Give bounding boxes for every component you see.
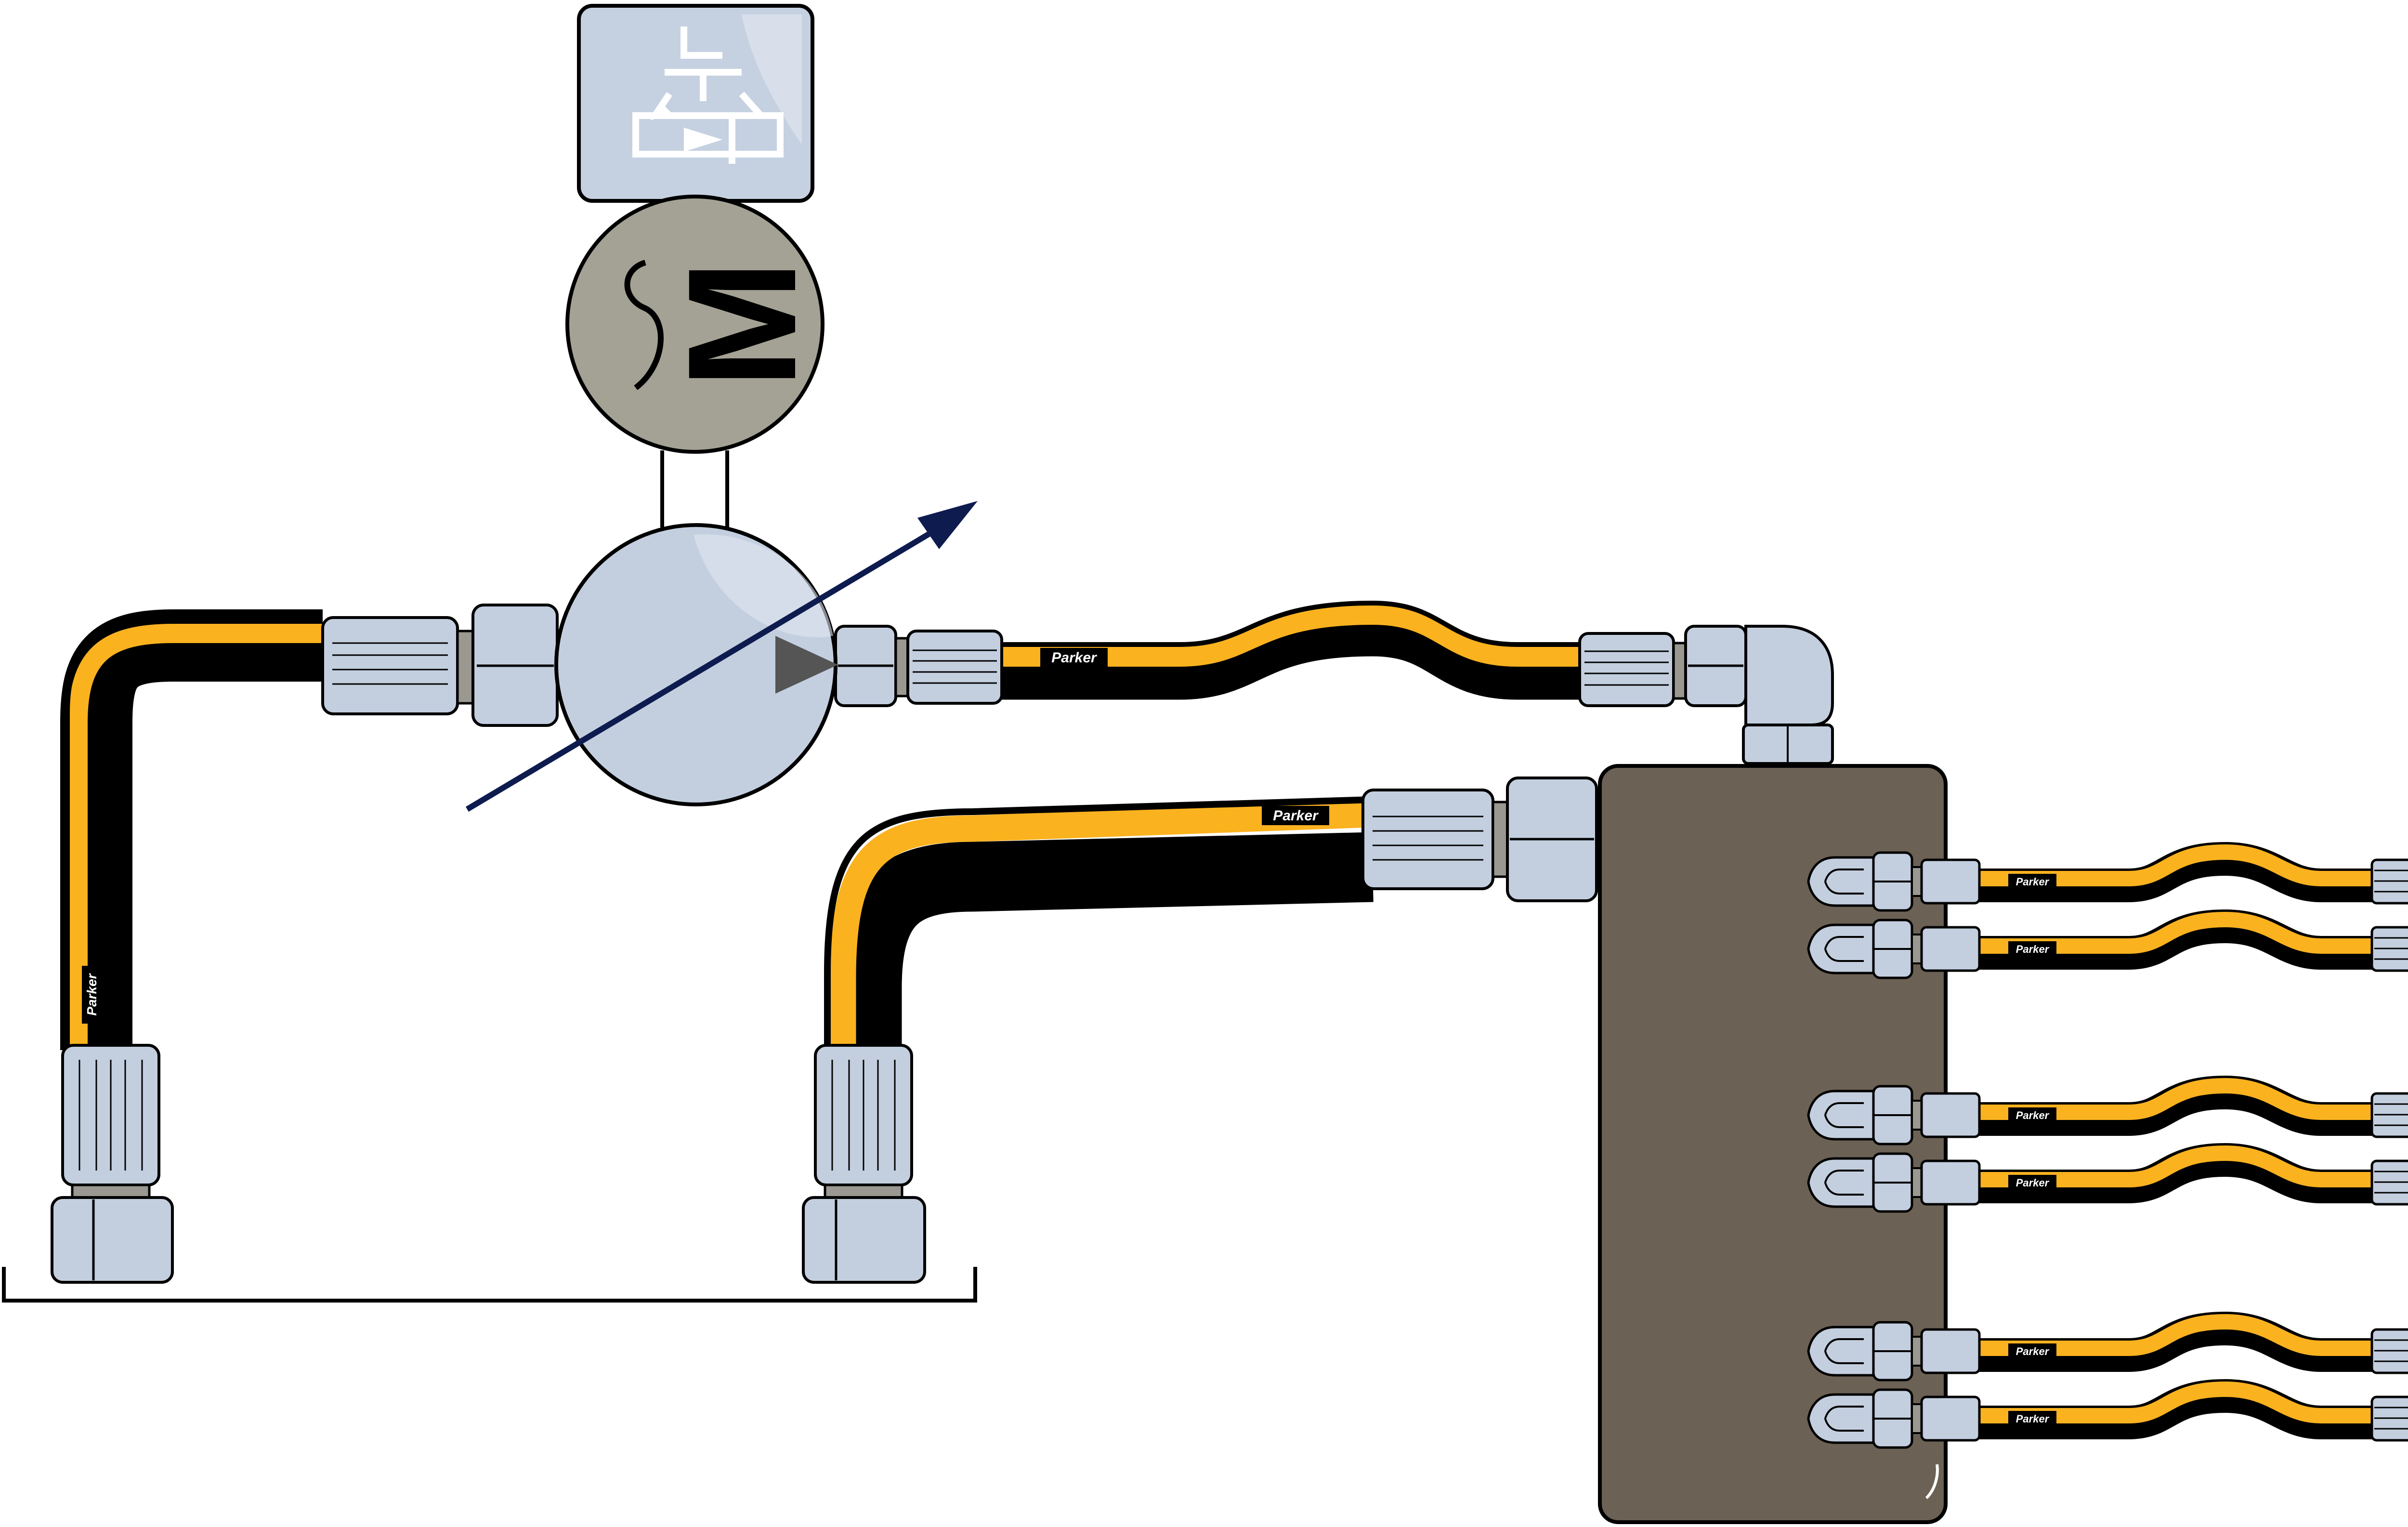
- output-hose-crimp: [1920, 1328, 1981, 1374]
- output-hose-crimp: [1920, 1159, 1981, 1206]
- manifold-output-line: Parker: [1807, 1311, 2408, 1382]
- output-hose-band: [1975, 844, 2384, 886]
- hose-brand-label: Parker: [2016, 1177, 2050, 1189]
- reservoir: [2, 1267, 977, 1303]
- output-hose-crimp: [1920, 1395, 1981, 1442]
- pump-outlet-fitting: [834, 625, 1003, 707]
- manifold-output-line: Parker: [1807, 909, 2408, 979]
- return-hose-end-fitting: [802, 1044, 926, 1284]
- output-elbow-fitting: [1807, 1393, 1875, 1444]
- output-hose-band: [1975, 1078, 2384, 1120]
- output-collar: [1911, 866, 1923, 897]
- output-elbow-detail: [1824, 1338, 1864, 1364]
- electric-motor: M: [565, 195, 828, 454]
- manifold-output-line: Parker: [1807, 1143, 2408, 1213]
- output-label-bg: [2008, 1343, 2056, 1358]
- suction-pump-inlet-fitting: [321, 604, 559, 727]
- output-elbow-detail: [1824, 936, 1864, 962]
- suction-hose: Parker: [60, 609, 323, 1050]
- output-hose-band: [1975, 911, 2384, 954]
- output-hose-crimp: [1920, 1092, 1981, 1138]
- output-hose-crimp: [1920, 926, 1981, 972]
- output-hose-crimp: [1920, 858, 1981, 905]
- output-collar: [1911, 1403, 1923, 1434]
- output-label-bg: [2008, 1107, 2056, 1122]
- output-collar: [1911, 1336, 1923, 1367]
- hose-brand-label: Parker: [2016, 943, 2050, 955]
- manifold-output-line: Parker: [1807, 1379, 2408, 1449]
- output-elbow-detail: [1824, 1170, 1864, 1196]
- manifold-output-line: Parker: [1807, 842, 2408, 912]
- hose-brand-label: Parker: [2016, 876, 2050, 888]
- return-manifold-fitting: [1361, 777, 1598, 902]
- output-collar: [1911, 1100, 1923, 1131]
- hose-brand-label: Parker: [1051, 650, 1098, 666]
- hose-brand-label: Parker: [2016, 1109, 2050, 1121]
- return-hose: Parker: [824, 796, 1374, 1050]
- pressure-hose: Parker: [999, 600, 1589, 700]
- motor-shaft-coupling: [660, 450, 729, 527]
- drive-symbol: [577, 4, 814, 203]
- output-collar: [1911, 1167, 1923, 1198]
- hose-brand-label: Parker: [2016, 1345, 2050, 1357]
- output-elbow-fitting: [1807, 1326, 1875, 1377]
- output-collar: [1911, 934, 1923, 964]
- output-label-bg: [2008, 1411, 2056, 1425]
- hose-brand-label: Parker: [1273, 808, 1319, 824]
- output-hose-band: [1975, 1314, 2384, 1356]
- output-hose-band: [1975, 1145, 2384, 1187]
- output-elbow-detail: [1824, 1102, 1864, 1128]
- hose-brand-label: Parker: [84, 973, 99, 1015]
- output-elbow-detail: [1824, 1406, 1864, 1432]
- output-elbow-fitting: [1807, 1157, 1875, 1208]
- hose-brand-label: Parker: [2016, 1413, 2050, 1425]
- output-elbow-fitting: [1807, 856, 1875, 907]
- output-elbow-fitting: [1807, 1090, 1875, 1141]
- output-elbow-detail: [1824, 869, 1864, 895]
- output-label-bg: [2008, 941, 2056, 956]
- output-label-bg: [2008, 1175, 2056, 1189]
- elbow-fitting: [1578, 625, 1834, 765]
- manifold-output-line: Parker: [1807, 1075, 2408, 1145]
- suction-hose-end-fitting: [51, 1044, 174, 1284]
- output-hose-band: [1975, 1381, 2384, 1423]
- output-elbow-fitting: [1807, 923, 1875, 974]
- output-label-bg: [2008, 874, 2056, 888]
- variable-displacement-pump: [465, 501, 978, 812]
- motor-symbol-letter: M: [655, 260, 828, 389]
